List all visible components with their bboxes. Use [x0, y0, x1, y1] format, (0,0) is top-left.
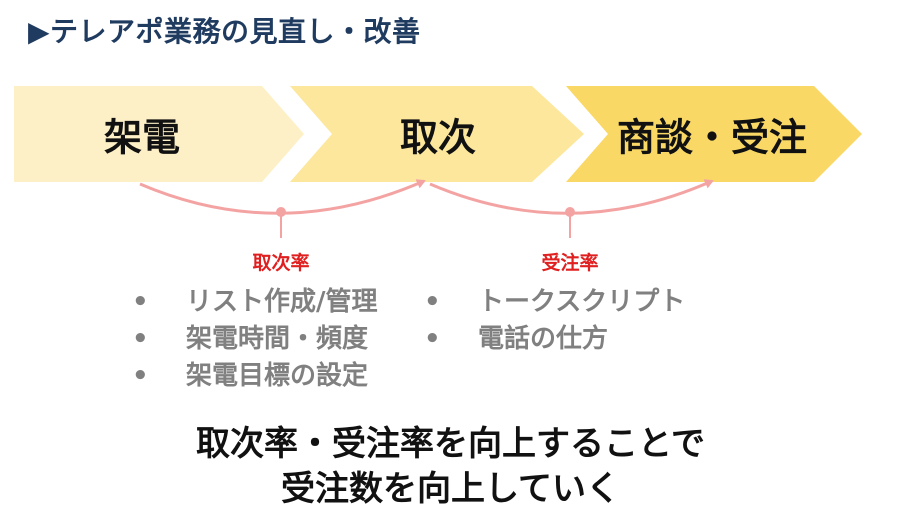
rate-dot-handover — [276, 207, 286, 217]
step-chevron-handover — [290, 86, 584, 182]
list-item-text: 架電目標の設定 — [186, 361, 369, 391]
step-label-deal: 商談・受注 — [616, 115, 808, 160]
list-item: • 電話の仕方 — [424, 321, 685, 358]
list-item: • トークスクリプト — [424, 284, 686, 321]
list-item: • 架電目標の設定 — [132, 358, 378, 395]
list-item: • 架電時間・頻度 — [132, 321, 378, 358]
bullet-list-order-factors: • トークスクリプト • 電話の仕方 — [424, 284, 686, 358]
bullet-dot: • — [424, 287, 441, 317]
rate-label-order: 受注率 — [541, 252, 599, 274]
conclusion-line-2: 受注数を向上していく — [281, 469, 620, 509]
bullet-dot: • — [132, 287, 149, 317]
list-item-text: リスト作成/管理 — [186, 287, 378, 317]
step-chevron-call — [14, 86, 304, 182]
step-label-handover: 取次 — [399, 115, 477, 160]
rate-label-handover: 取次率 — [252, 252, 310, 274]
step-chevron-deal — [566, 86, 862, 182]
conclusion-line-1: 取次率・受注率を向上することで — [196, 424, 705, 464]
list-item-text: トークスクリプト — [478, 287, 686, 317]
bullet-list-handover-factors: • リスト作成/管理 • 架電時間・頻度 • 架電目標の設定 — [132, 284, 378, 395]
rate-dot-order — [565, 207, 575, 217]
list-item-text: 電話の仕方 — [478, 324, 609, 354]
bullet-dot: • — [424, 324, 441, 354]
slide-title: ▶テレアポ業務の見直し・改善 — [28, 15, 421, 48]
list-item: • リスト作成/管理 — [132, 284, 378, 321]
bullet-dot: • — [132, 324, 149, 354]
list-item-text: 架電時間・頻度 — [186, 324, 369, 354]
step-label-call: 架電 — [103, 115, 181, 160]
bullet-dot: • — [132, 361, 149, 391]
